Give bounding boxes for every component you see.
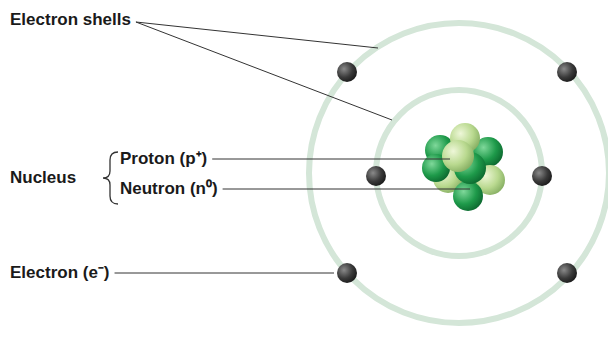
part-label: Nucleus: [10, 168, 76, 188]
part-label: Proton (p⁺): [120, 149, 207, 169]
inner-shell: [376, 90, 542, 256]
outer-shell: [309, 23, 608, 323]
nucleus-cluster: [422, 123, 505, 211]
part-label: Neutron (n⁰): [120, 179, 218, 199]
shell-label: Electron shells: [10, 10, 131, 30]
part-label: Electron (e⁻): [10, 263, 110, 283]
electrons: [337, 62, 577, 283]
leader-lines: [115, 22, 470, 273]
nucleus-brace: [103, 152, 118, 204]
